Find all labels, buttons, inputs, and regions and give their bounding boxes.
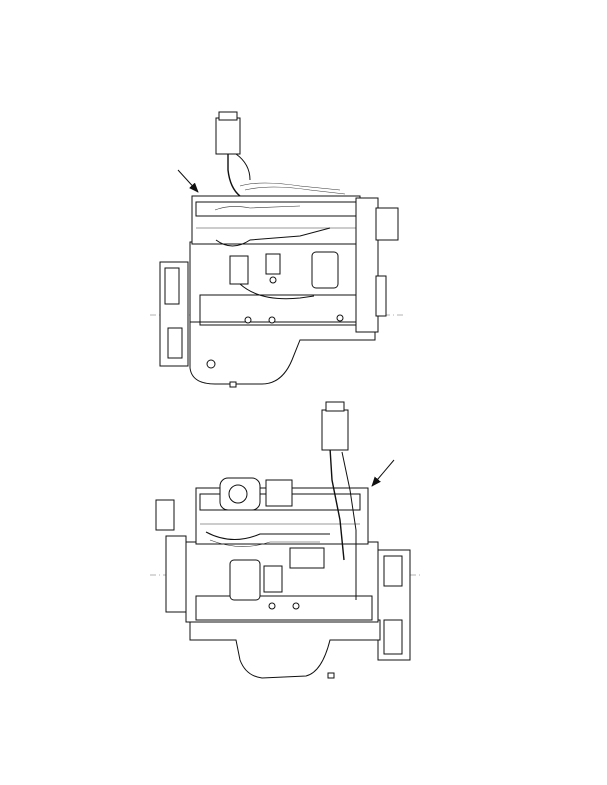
rear-housing xyxy=(355,197,379,333)
fuel-pump-top xyxy=(311,251,339,289)
starter-motor xyxy=(229,559,261,601)
cylinder-head xyxy=(191,195,361,245)
callout-arrow-right xyxy=(371,459,395,487)
fuel-filter-bottom xyxy=(321,409,349,451)
callout-arrow-left xyxy=(177,169,199,193)
fuel-filter-top xyxy=(215,117,241,155)
oil-pan-bottom xyxy=(189,619,381,679)
front-pulley xyxy=(165,535,187,613)
oil-pan xyxy=(189,319,376,385)
engine-view-bottom xyxy=(150,401,420,679)
engine-view-top xyxy=(150,111,405,388)
